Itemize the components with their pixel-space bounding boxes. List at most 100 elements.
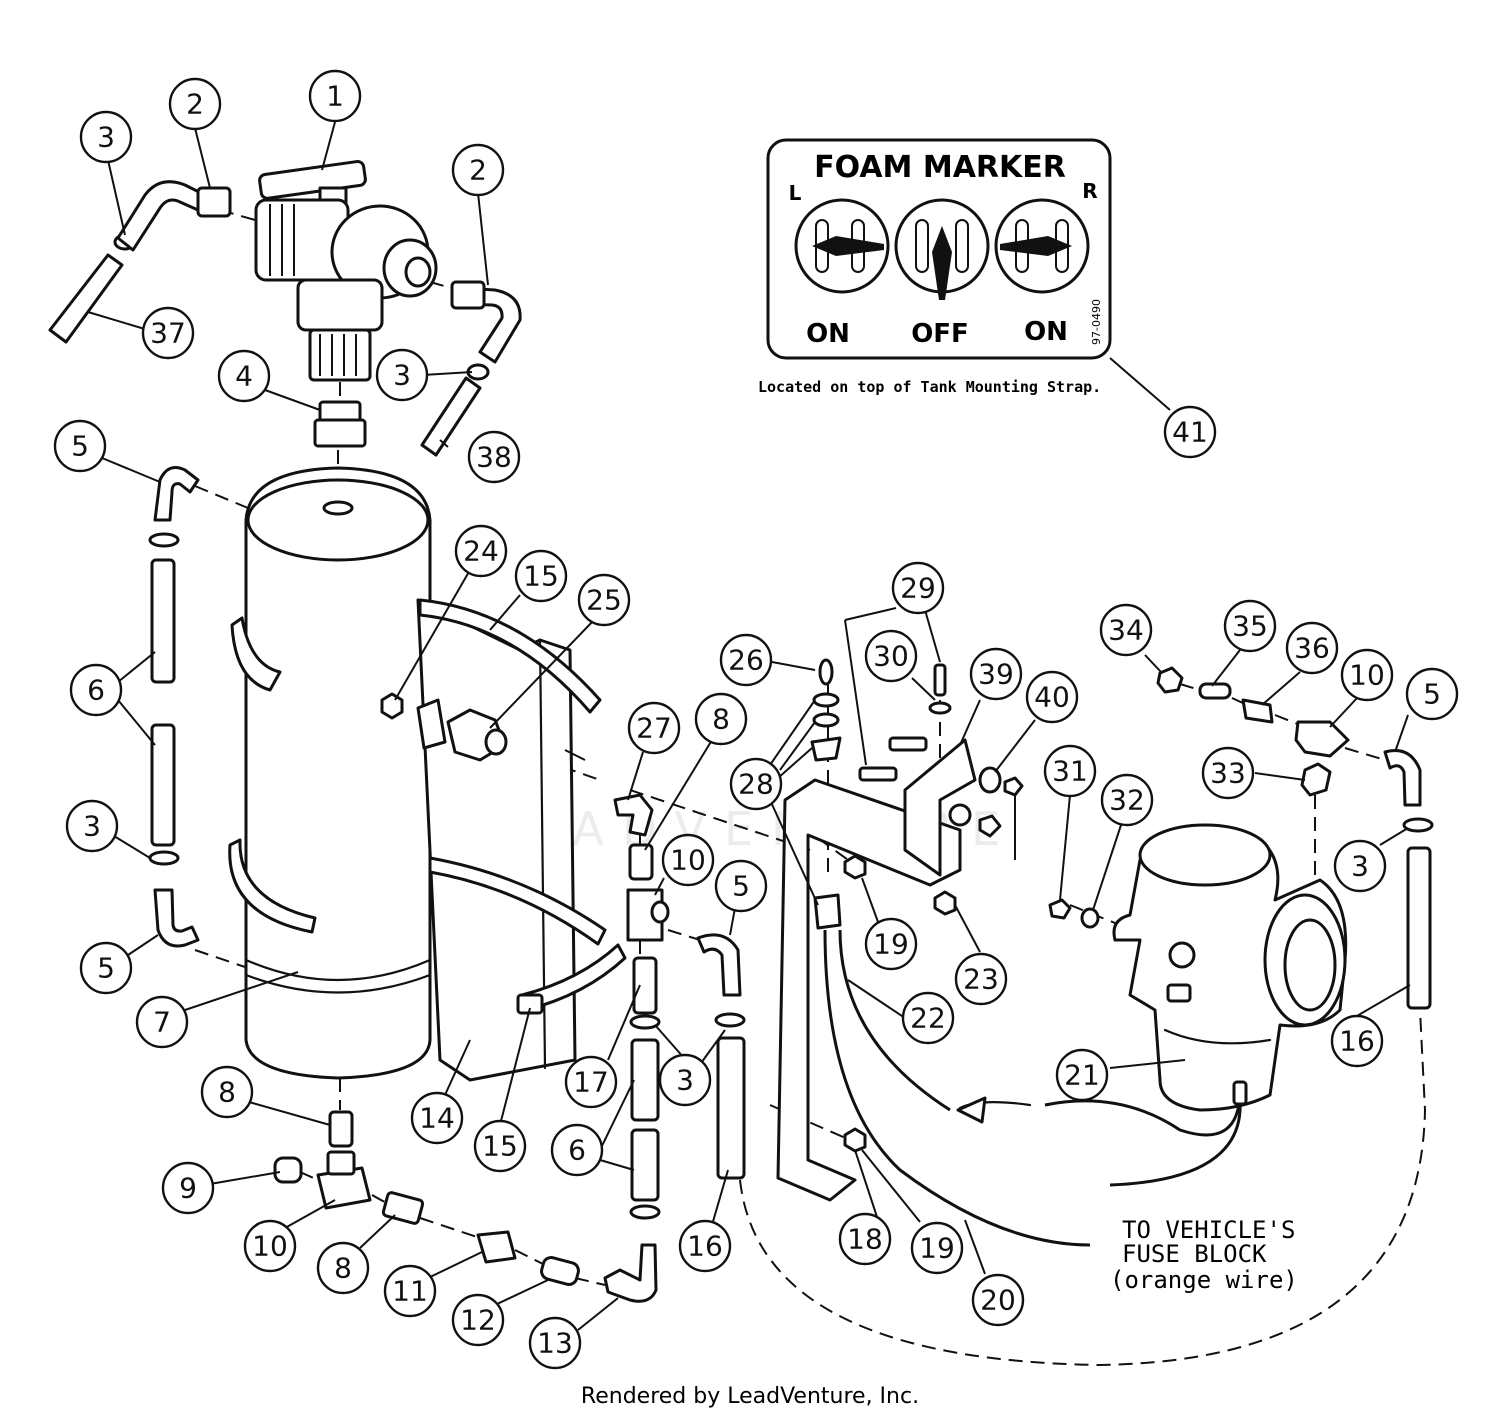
callout-19: 19: [910, 1221, 964, 1275]
decal-label-left-on: ON: [806, 319, 850, 349]
callout-23: 23: [954, 952, 1008, 1006]
callout-3: 3: [658, 1053, 712, 1107]
svg-text:5: 5: [97, 952, 115, 985]
callout-8: 8: [694, 692, 748, 746]
switch-center-off: [894, 198, 990, 300]
svg-text:12: 12: [460, 1304, 496, 1337]
center-hoses: [613, 793, 746, 1220]
callout-16: 16: [678, 1219, 732, 1273]
svg-text:35: 35: [1232, 610, 1268, 643]
switch-left-on: [794, 198, 890, 294]
callout-15: 15: [473, 1119, 527, 1173]
svg-text:30: 30: [873, 640, 909, 673]
svg-text:36: 36: [1294, 632, 1330, 665]
callout-3: 3: [1333, 839, 1387, 893]
decal-code: 97-0490: [1090, 299, 1103, 345]
callout-6: 6: [550, 1123, 604, 1177]
decal-title: FOAM MARKER: [814, 150, 1066, 185]
svg-text:3: 3: [393, 359, 411, 392]
svg-text:2: 2: [469, 154, 487, 187]
svg-text:17: 17: [573, 1066, 609, 1099]
fuse-note-line1: TO VEHICLE'S: [1122, 1216, 1295, 1244]
svg-text:19: 19: [919, 1232, 955, 1265]
callout-27: 27: [627, 701, 681, 755]
callout-25: 25: [577, 573, 631, 627]
svg-text:15: 15: [523, 560, 559, 593]
callout-5: 5: [714, 859, 768, 913]
callout-21: 21: [1055, 1048, 1109, 1102]
svg-text:13: 13: [537, 1327, 573, 1360]
footer-credit: Rendered by LeadVenture, Inc.: [581, 1384, 919, 1409]
tank-bracket: [380, 598, 627, 1082]
svg-text:2: 2: [186, 88, 204, 121]
svg-text:34: 34: [1108, 614, 1144, 647]
callout-2: 2: [451, 143, 505, 197]
callout-20: 20: [971, 1273, 1025, 1327]
callout-18: 18: [838, 1212, 892, 1266]
callout-37: 37: [141, 306, 195, 360]
svg-text:10: 10: [1349, 659, 1385, 692]
callout-34: 34: [1099, 603, 1153, 657]
svg-text:28: 28: [738, 768, 774, 801]
callout-3: 3: [65, 799, 119, 853]
svg-text:8: 8: [712, 703, 730, 736]
callout-31: 31: [1043, 744, 1097, 798]
svg-text:27: 27: [636, 712, 672, 745]
switch-right-on: [994, 198, 1090, 294]
callout-33: 33: [1201, 746, 1255, 800]
callout-36: 36: [1285, 621, 1339, 675]
foam-marker-decal: FOAM MARKER L R ON OFF ON 97-0490: [766, 138, 1112, 360]
callout-22: 22: [901, 991, 955, 1045]
svg-text:18: 18: [847, 1223, 883, 1256]
fuse-note-line2: FUSE BLOCK: [1122, 1240, 1267, 1268]
callout-6: 6: [69, 663, 123, 717]
callout-7: 7: [135, 995, 189, 1049]
svg-text:3: 3: [676, 1064, 694, 1097]
callout-14: 14: [410, 1091, 464, 1145]
svg-text:16: 16: [1339, 1025, 1375, 1058]
callouts: 1 2 3 2 3 37 4 3 38 5 6 3 5 7 8 9 10 8 1…: [53, 69, 1459, 1370]
tank-assembly: [148, 466, 432, 1080]
callout-8: 8: [316, 1241, 370, 1295]
callout-28: 28: [729, 757, 783, 811]
svg-text:6: 6: [87, 674, 105, 707]
decal-right-letter: R: [1082, 179, 1097, 203]
svg-text:5: 5: [1423, 678, 1441, 711]
fuse-block-note: TO VEHICLE'S FUSE BLOCK (orange wire): [1110, 1216, 1298, 1294]
svg-text:40: 40: [1034, 681, 1070, 714]
callout-5: 5: [53, 419, 107, 473]
callout-8: 8: [200, 1065, 254, 1119]
svg-text:4: 4: [235, 360, 253, 393]
svg-text:15: 15: [482, 1130, 518, 1163]
callout-2: 2: [168, 77, 222, 131]
wires: [823, 929, 1248, 1247]
svg-text:14: 14: [419, 1102, 455, 1135]
svg-text:32: 32: [1109, 784, 1145, 817]
callout-40: 40: [1025, 670, 1079, 724]
callout-3: 3: [79, 110, 133, 164]
callout-15: 15: [514, 549, 568, 603]
svg-text:29: 29: [900, 572, 936, 605]
callout-10: 10: [1340, 648, 1394, 702]
callout-38: 38: [467, 430, 521, 484]
svg-text:31: 31: [1052, 755, 1088, 788]
svg-text:39: 39: [978, 658, 1014, 691]
callout-29: 29: [891, 561, 945, 615]
callout-41: 41: [1163, 405, 1217, 459]
mount-bracket: [776, 658, 1024, 1202]
svg-text:19: 19: [873, 928, 909, 961]
callout-35: 35: [1223, 599, 1277, 653]
svg-text:22: 22: [910, 1002, 946, 1035]
svg-text:26: 26: [728, 644, 764, 677]
callout-3: 3: [375, 348, 429, 402]
svg-text:10: 10: [670, 844, 706, 877]
svg-text:3: 3: [83, 810, 101, 843]
svg-text:21: 21: [1064, 1059, 1100, 1092]
svg-text:9: 9: [179, 1172, 197, 1205]
callout-11: 11: [383, 1264, 437, 1318]
decal-location-note: Located on top of Tank Mounting Strap.: [758, 378, 1101, 396]
callout-10: 10: [661, 833, 715, 887]
svg-text:25: 25: [586, 584, 622, 617]
callout-19: 19: [864, 917, 918, 971]
